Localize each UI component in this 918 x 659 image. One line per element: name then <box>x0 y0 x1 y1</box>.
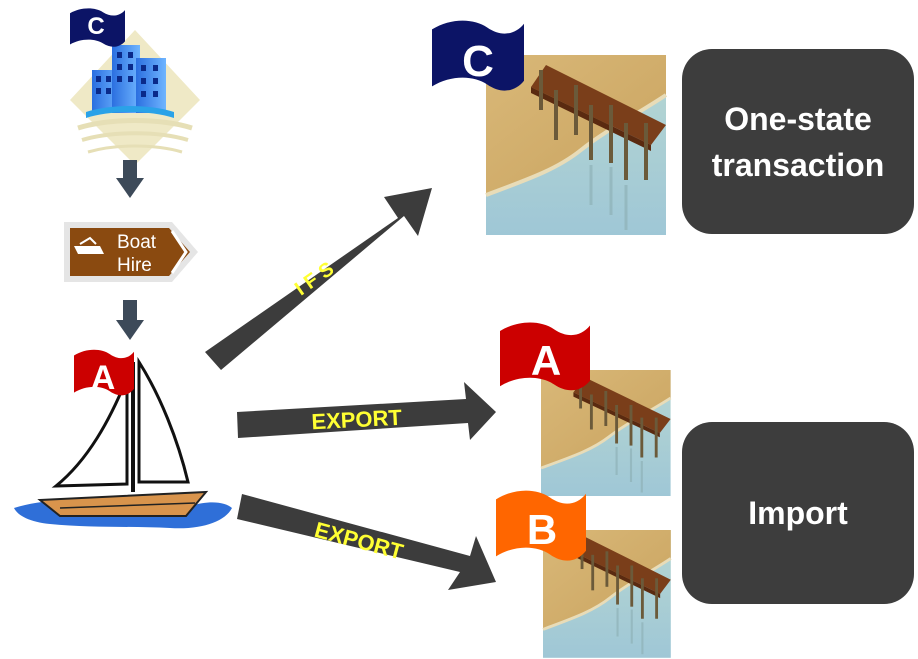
jetty-icon <box>539 368 673 498</box>
arrow-export-b <box>237 494 496 590</box>
import-label: Import <box>748 495 848 531</box>
flag-origin-label: C <box>87 13 104 40</box>
import-box <box>682 422 914 604</box>
office-building-icon <box>70 30 200 165</box>
down-arrow-icon <box>116 160 144 198</box>
arrow-export-a <box>237 382 496 440</box>
down-arrow-icon <box>116 300 144 340</box>
arrow-export-a-label: EXPORT <box>311 405 403 435</box>
flag-boat-label: A <box>91 359 116 397</box>
flag-destination-a-label: A <box>531 337 561 384</box>
sign-line1: Boat <box>117 232 157 253</box>
one-state-box <box>682 49 914 234</box>
flag-destination-c-label: C <box>462 37 494 86</box>
arrow-ifs-label: I F S <box>291 258 338 300</box>
flag-destination-b-label: B <box>527 506 557 553</box>
one-state-line1: One-state <box>724 101 872 137</box>
boat-hire-sign-icon <box>64 222 198 282</box>
sailboat-icon <box>14 356 232 529</box>
arrow-export-b-label: EXPORT <box>312 517 406 565</box>
one-state-line2: transaction <box>712 147 884 183</box>
sign-line2: Hire <box>117 255 152 276</box>
arrow-ifs <box>205 188 432 370</box>
